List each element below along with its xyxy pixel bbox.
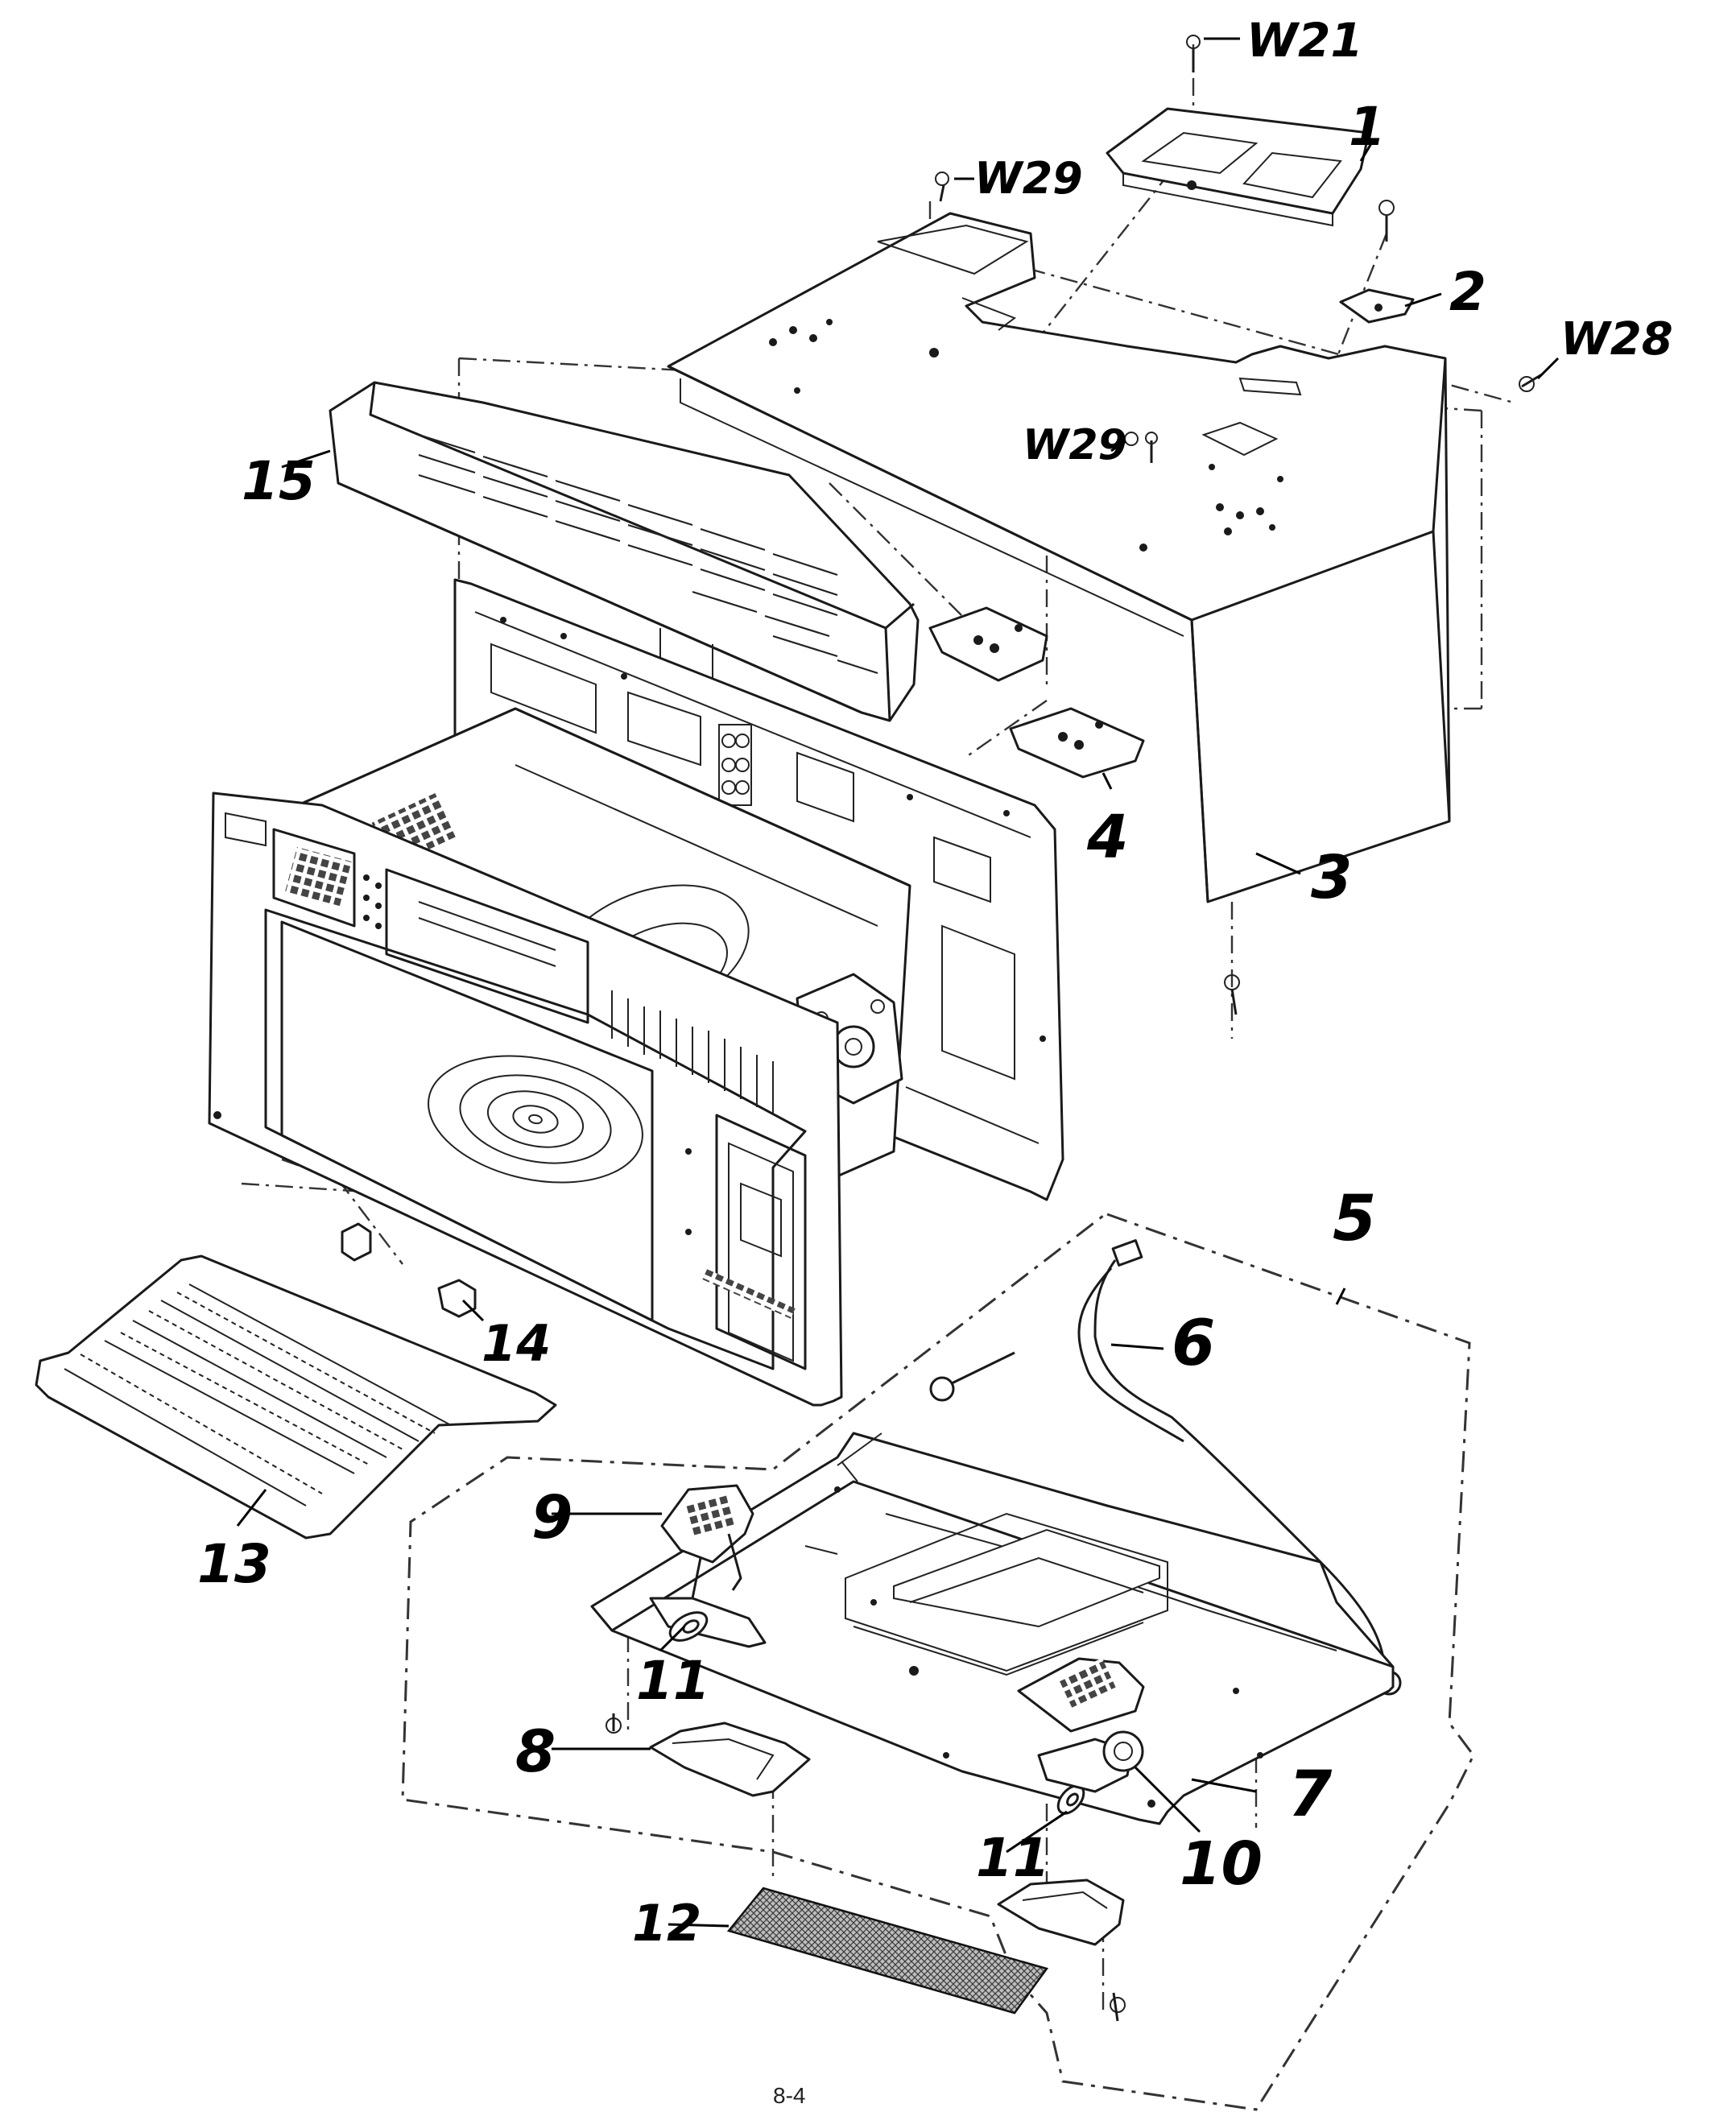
callout-2: 2 [1449, 261, 1486, 323]
callout-14: 14 [482, 1314, 551, 1373]
callout-4: 4 [1086, 803, 1129, 872]
part-13-tray [35, 1254, 557, 1540]
part-14-clips [341, 1222, 477, 1318]
part-15-grille [329, 381, 920, 722]
callout-13: 13 [197, 1533, 271, 1595]
callout-8: 8 [515, 1717, 556, 1785]
callout-11-right: 11 [976, 1827, 1050, 1889]
screw-w29-icon [1124, 432, 1158, 463]
screw-icon [935, 172, 949, 202]
callout-10: 10 [1180, 1829, 1263, 1899]
leader-lines [236, 37, 1560, 1928]
callout-1: 1 [1349, 96, 1386, 158]
part-12-charcoal-filter [726, 1887, 1049, 2015]
callout-6: 6 [1172, 1308, 1215, 1380]
right-damper [1017, 1657, 1145, 1733]
part-9-damper [649, 1484, 767, 1648]
page-number: 8-4 [773, 2083, 805, 2108]
part-11-grommet-right [1056, 1784, 1085, 1815]
callout-12: 12 [632, 1894, 701, 1953]
callout-9: 9 [531, 1483, 573, 1552]
grille-vent-slots [418, 433, 878, 675]
screw-w21-icon [1186, 35, 1201, 72]
screw-icon [1378, 200, 1395, 242]
part-10-fitting [1037, 1730, 1144, 1793]
part-11-grommet-left [668, 1611, 709, 1642]
callout-5: 5 [1333, 1183, 1376, 1255]
part-1-top-plate [1106, 107, 1370, 227]
oven-front-frame [208, 791, 843, 1407]
screw-icon [606, 1713, 622, 1734]
part-7-base-plate [590, 1432, 1395, 1825]
callout-labels: W21 1 W29 2 W28 15 W29 4 3 5 6 14 13 9 1… [197, 13, 1673, 1953]
callout-w29-top: W29 [974, 153, 1083, 204]
part-2-bracket [1339, 288, 1415, 324]
callout-15: 15 [242, 450, 316, 512]
callout-11-left: 11 [636, 1650, 710, 1712]
callout-w21: W21 [1246, 13, 1363, 68]
screw-icon [1224, 974, 1240, 1015]
part-5-bottom-assembly-outline [401, 1213, 1475, 2111]
callout-w29-mid: W29 [1023, 421, 1127, 469]
part-3-outer-cabinet [667, 212, 1451, 903]
callout-w28: W28 [1560, 313, 1673, 366]
screw-icon [1110, 1992, 1126, 2022]
callout-7: 7 [1288, 1759, 1333, 1831]
callout-3: 3 [1311, 843, 1353, 912]
part-8-bracket [649, 1721, 1125, 1946]
part-4-brackets [928, 606, 1145, 779]
